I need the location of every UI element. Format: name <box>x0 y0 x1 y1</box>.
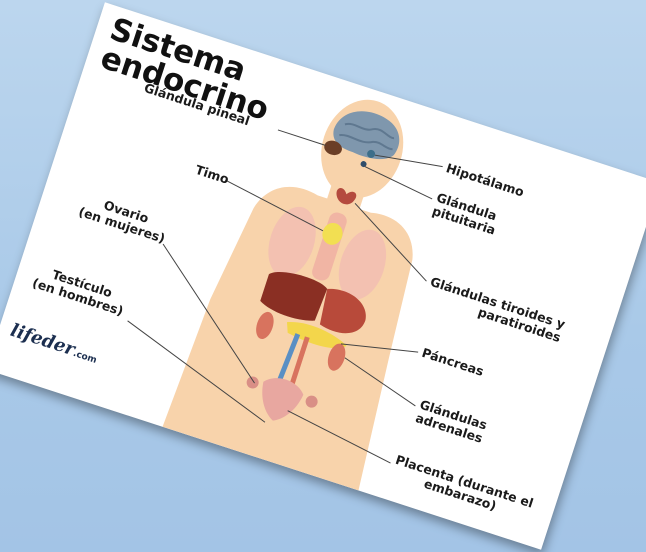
body-illustration <box>0 2 646 550</box>
diagram-card: Sistema endocrino Glándula pineal Hipotá… <box>0 2 646 550</box>
